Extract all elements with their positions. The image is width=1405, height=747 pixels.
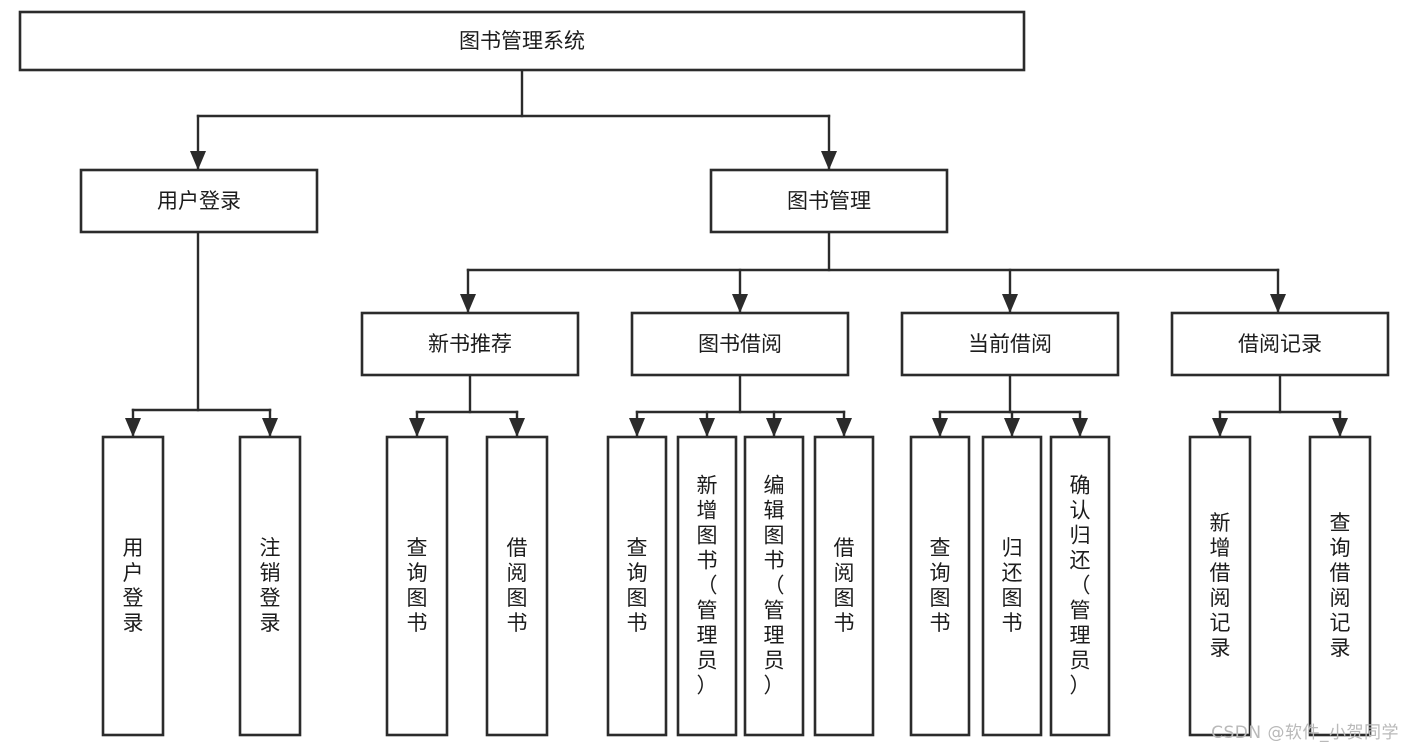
node-label-new-book-recommend: 新书推荐 xyxy=(428,332,512,356)
node-box-current-borrow[interactable] xyxy=(900,311,1120,377)
node-leaf-query-borrow-record[interactable]: 查询借阅记录 xyxy=(1308,435,1372,737)
node-book-management[interactable]: 图书管理 xyxy=(709,168,949,234)
node-user-login[interactable]: 用户登录 xyxy=(79,168,319,234)
node-leaf-query-book-1[interactable]: 查询图书 xyxy=(385,435,449,737)
node-leaf-query-book-3[interactable]: 查询图书 xyxy=(909,435,971,737)
arrow-head-icon xyxy=(1072,418,1088,437)
node-box-user-login[interactable] xyxy=(79,168,319,234)
node-label-leaf-return-book: 归还图书 xyxy=(1002,536,1023,635)
node-label-leaf-query-book-2: 查询图书 xyxy=(627,536,648,635)
node-leaf-edit-book-admin[interactable]: 编辑图书（管理员） xyxy=(743,435,805,737)
arrow-head-icon xyxy=(629,418,645,437)
arrow-head-icon xyxy=(766,418,782,437)
node-leaf-return-book[interactable]: 归还图书 xyxy=(981,435,1043,737)
node-box-leaf-query-book-2[interactable] xyxy=(606,435,668,737)
arrow-head-icon xyxy=(1332,418,1348,437)
node-leaf-add-borrow-record[interactable]: 新增借阅记录 xyxy=(1188,435,1252,737)
node-label-leaf-user-login: 用户登录 xyxy=(123,536,144,635)
node-box-leaf-query-book-3[interactable] xyxy=(909,435,971,737)
node-leaf-borrow-book-1[interactable]: 借阅图书 xyxy=(485,435,549,737)
node-label-leaf-query-book-3: 查询图书 xyxy=(930,536,951,635)
node-label-user-login: 用户登录 xyxy=(157,189,241,213)
csdn-watermark: CSDN @软件_小贺同学 xyxy=(1211,723,1399,743)
node-label-book-management: 图书管理 xyxy=(787,189,871,213)
node-current-borrow[interactable]: 当前借阅 xyxy=(900,311,1120,377)
arrow-head-icon xyxy=(732,294,748,313)
node-label-leaf-borrow-book-2: 借阅图书 xyxy=(834,536,855,635)
node-label-root: 图书管理系统 xyxy=(459,29,585,53)
node-box-book-borrow[interactable] xyxy=(630,311,850,377)
node-box-book-management[interactable] xyxy=(709,168,949,234)
arrow-head-icon xyxy=(262,418,278,437)
node-box-new-book-recommend[interactable] xyxy=(360,311,580,377)
node-leaf-user-login[interactable]: 用户登录 xyxy=(101,435,165,737)
arrow-head-icon xyxy=(821,151,837,170)
connector-edges-layer xyxy=(125,68,1348,439)
node-label-leaf-borrow-book-1: 借阅图书 xyxy=(507,536,528,635)
node-box-leaf-query-book-1[interactable] xyxy=(385,435,449,737)
node-label-borrow-record: 借阅记录 xyxy=(1238,332,1322,356)
node-label-leaf-edit-book-admin: 编辑图书（管理员） xyxy=(764,474,785,698)
node-box-leaf-borrow-book-2[interactable] xyxy=(813,435,875,737)
arrow-head-icon xyxy=(1002,294,1018,313)
node-book-borrow[interactable]: 图书借阅 xyxy=(630,311,850,377)
node-box-leaf-confirm-return-admin[interactable] xyxy=(1049,435,1111,737)
node-label-leaf-query-borrow-record: 查询借阅记录 xyxy=(1330,511,1351,660)
arrow-head-icon xyxy=(460,294,476,313)
node-box-leaf-edit-book-admin[interactable] xyxy=(743,435,805,737)
arrow-head-icon xyxy=(409,418,425,437)
node-boxes-layer: 图书管理系统用户登录图书管理新书推荐图书借阅当前借阅借阅记录用户登录注销登录查询… xyxy=(18,10,1390,737)
arrow-head-icon xyxy=(125,418,141,437)
arrow-head-icon xyxy=(836,418,852,437)
node-leaf-logout[interactable]: 注销登录 xyxy=(238,435,302,737)
arrow-head-icon xyxy=(1270,294,1286,313)
node-leaf-query-book-2[interactable]: 查询图书 xyxy=(606,435,668,737)
node-label-leaf-add-book-admin: 新增图书（管理员） xyxy=(697,474,718,698)
node-root[interactable]: 图书管理系统 xyxy=(18,10,1026,72)
node-leaf-confirm-return-admin[interactable]: 确认归还（管理员） xyxy=(1049,435,1111,737)
node-box-root[interactable] xyxy=(18,10,1026,72)
node-new-book-recommend[interactable]: 新书推荐 xyxy=(360,311,580,377)
node-box-leaf-query-borrow-record[interactable] xyxy=(1308,435,1372,737)
node-box-leaf-borrow-book-1[interactable] xyxy=(485,435,549,737)
node-label-book-borrow: 图书借阅 xyxy=(698,332,782,356)
arrow-head-icon xyxy=(699,418,715,437)
node-label-current-borrow: 当前借阅 xyxy=(968,332,1052,356)
node-box-leaf-return-book[interactable] xyxy=(981,435,1043,737)
arrow-head-icon xyxy=(1212,418,1228,437)
node-borrow-record[interactable]: 借阅记录 xyxy=(1170,311,1390,377)
node-box-leaf-user-login[interactable] xyxy=(101,435,165,737)
arrow-head-icon xyxy=(509,418,525,437)
node-leaf-add-book-admin[interactable]: 新增图书（管理员） xyxy=(676,435,738,737)
arrow-head-icon xyxy=(190,151,206,170)
arrow-head-icon xyxy=(1004,418,1020,437)
arrow-head-icon xyxy=(932,418,948,437)
node-box-borrow-record[interactable] xyxy=(1170,311,1390,377)
node-leaf-borrow-book-2[interactable]: 借阅图书 xyxy=(813,435,875,737)
node-box-leaf-add-borrow-record[interactable] xyxy=(1188,435,1252,737)
node-box-leaf-logout[interactable] xyxy=(238,435,302,737)
node-label-leaf-query-book-1: 查询图书 xyxy=(407,536,428,635)
node-label-leaf-logout: 注销登录 xyxy=(260,536,281,635)
node-label-leaf-add-borrow-record: 新增借阅记录 xyxy=(1210,511,1231,660)
node-box-leaf-add-book-admin[interactable] xyxy=(676,435,738,737)
node-label-leaf-confirm-return-admin: 确认归还（管理员） xyxy=(1070,474,1091,698)
